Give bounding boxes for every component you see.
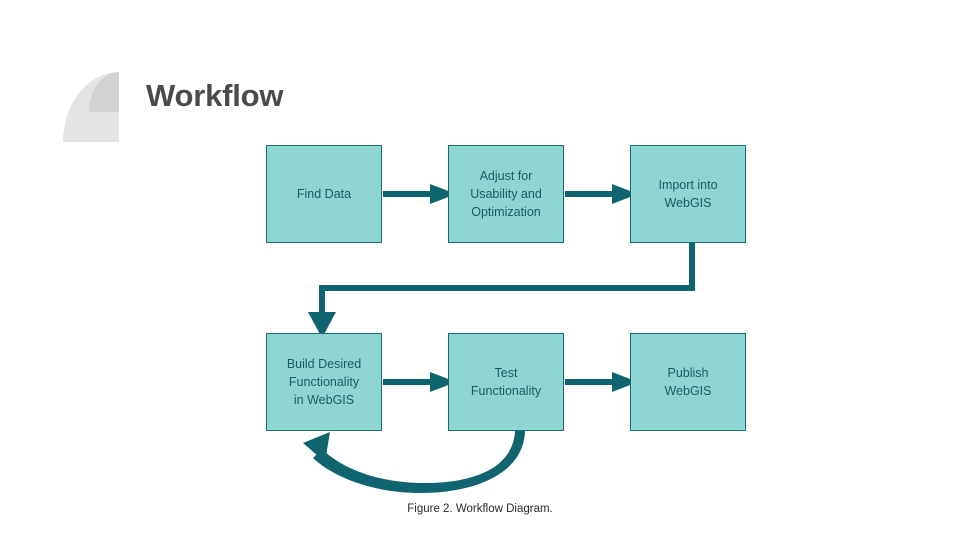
edge-adjust-to-import: [565, 184, 638, 204]
edge-find-data-to-adjust: [383, 184, 456, 204]
edge-build-to-test: [383, 372, 456, 392]
edge-import-to-build: [308, 243, 695, 338]
figure-caption: Figure 2. Workflow Diagram.: [407, 503, 553, 515]
node-build-desired-functionality-in-webgis[interactable]: Build Desired Functionality in WebGIS: [266, 333, 382, 431]
edge-test-to-publish: [565, 372, 638, 392]
decorative-corner-mark: [63, 72, 119, 142]
node-adjust-for-usability-and-optimization[interactable]: Adjust for Usability and Optimization: [448, 145, 564, 243]
page-title: Workflow: [146, 78, 284, 113]
edge-test-to-build-feedback-loop: [303, 431, 525, 493]
node-test-functionality[interactable]: Test Functionality: [448, 333, 564, 431]
node-find-data[interactable]: Find Data: [266, 145, 382, 243]
node-import-into-webgis[interactable]: Import into WebGIS: [630, 145, 746, 243]
node-publish-webgis[interactable]: Publish WebGIS: [630, 333, 746, 431]
